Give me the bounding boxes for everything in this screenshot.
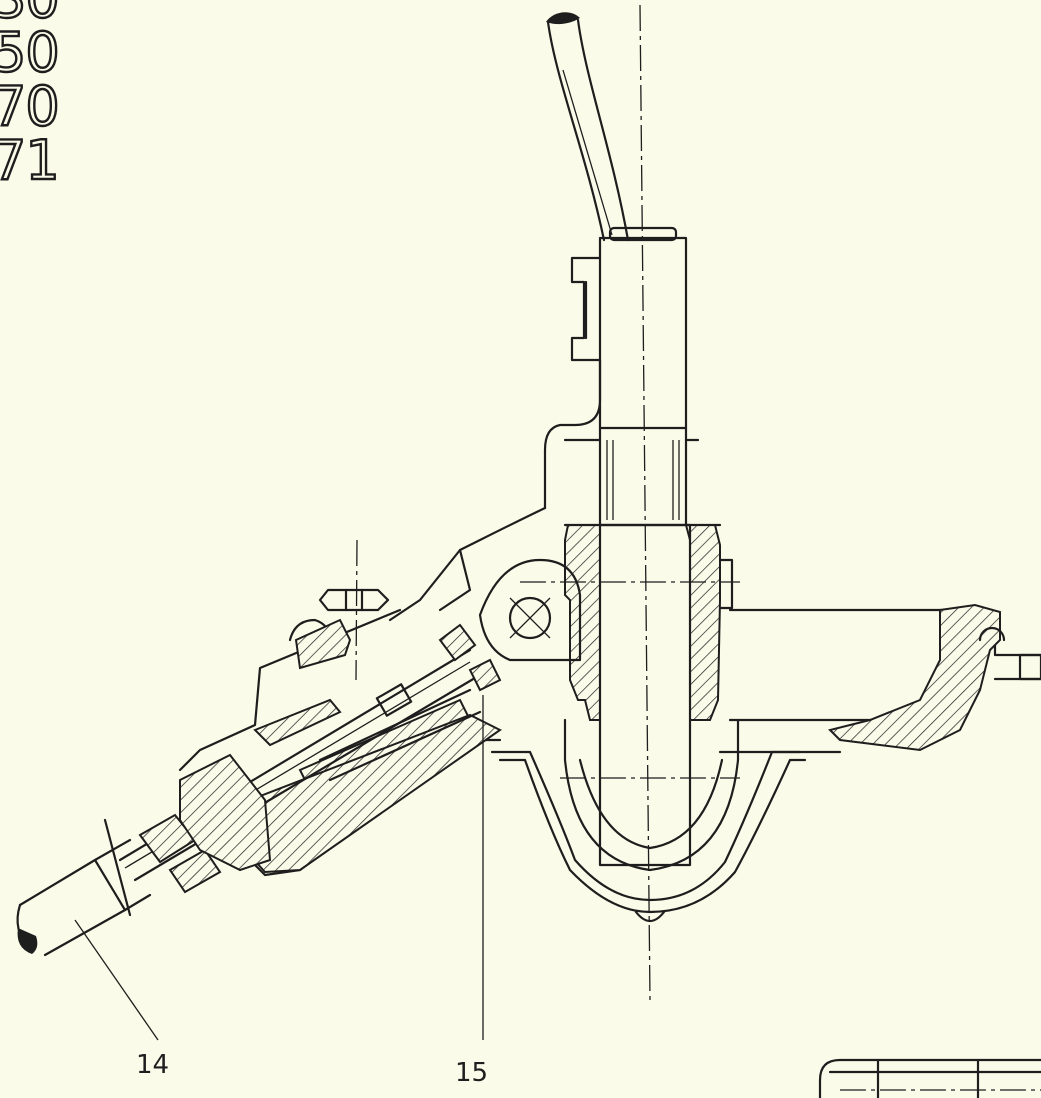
right-housing-flange: [718, 603, 1041, 754]
inclined-arm-housing: [178, 506, 547, 877]
model-code-1: 30: [0, 0, 61, 27]
callout-15: 15: [455, 1058, 489, 1088]
model-code-4: 71: [0, 129, 61, 192]
shift-lever-rod: [546, 12, 630, 242]
adjusting-rod-assembly: [118, 623, 502, 894]
leader-line-14: [74, 919, 159, 1041]
partial-adjacent-figure: [818, 1058, 1041, 1098]
callout-14: 14: [136, 1050, 170, 1080]
main-center-line: [639, 4, 651, 1001]
model-code-2: 50: [0, 21, 61, 84]
pivot-eye: [478, 558, 582, 662]
cable-end: [16, 818, 152, 957]
lever-upper-block: [543, 226, 700, 527]
central-bearing-housing: [490, 523, 807, 923]
model-code-3: 70: [0, 75, 61, 138]
